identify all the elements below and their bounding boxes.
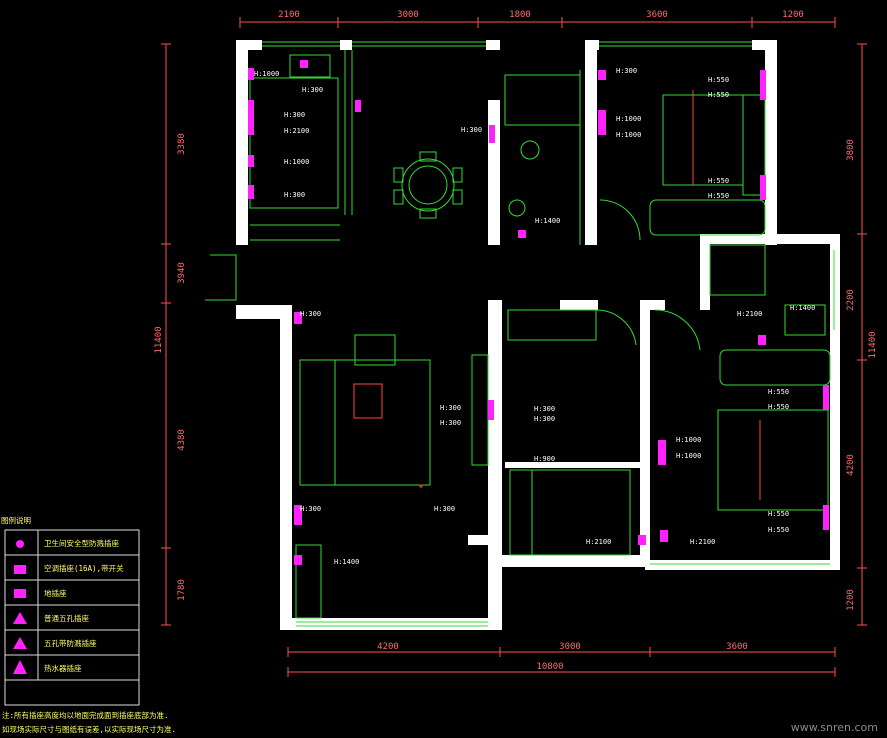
- height-label: H:300: [616, 67, 637, 75]
- dimension-lines: [161, 17, 867, 677]
- dim-top-5: 1200: [782, 10, 804, 20]
- height-labels: H:1000 H:300 H:300 H:2100 H:1000 H:300 H…: [254, 67, 815, 566]
- dim-left-3: 4380: [177, 429, 187, 451]
- dim-top-4: 3600: [646, 10, 668, 20]
- height-label: H:300: [534, 415, 555, 423]
- height-label: H:1000: [284, 158, 309, 166]
- outlet-markers: [248, 60, 829, 565]
- dimension-texts: 2100 3000 1800 3600 1200 3380 3940 4380 …: [154, 10, 878, 672]
- dim-right-total: 11400: [868, 331, 878, 358]
- note-line-2: 如现场实际尺寸与图纸有误差,以实际现场尺寸为准.: [2, 724, 176, 734]
- legend-title: 图例说明: [1, 515, 31, 525]
- height-label: H:300: [284, 111, 305, 119]
- legend-item-6: 热水器插座: [44, 663, 82, 673]
- height-label: H:1400: [790, 304, 815, 312]
- legend-item-5: 五孔带防溅插座: [44, 638, 97, 648]
- windows-and-furniture: [205, 41, 835, 627]
- furniture-details: [353, 90, 761, 500]
- dim-top-3: 1800: [509, 10, 531, 20]
- height-label: H:550: [708, 192, 729, 200]
- legend-item-4: 普通五孔插座: [44, 613, 89, 623]
- height-label: H:1000: [254, 70, 279, 78]
- height-label: H:300: [302, 86, 323, 94]
- dim-right-3: 4200: [846, 454, 856, 476]
- legend-table: [4, 529, 140, 706]
- dim-right-4: 1200: [846, 589, 856, 611]
- height-label: H:1000: [676, 452, 701, 460]
- height-label: H:1000: [616, 131, 641, 139]
- height-label: H:550: [708, 91, 729, 99]
- dim-right-1: 3800: [846, 139, 856, 161]
- watermark: www.snren.com: [791, 721, 878, 734]
- height-label: H:550: [768, 526, 789, 534]
- legend-item-1: 卫生间安全型防溅插座: [44, 538, 119, 548]
- height-label: H:300: [284, 191, 305, 199]
- dim-bottom-total: 10800: [536, 662, 563, 672]
- dim-bottom-3: 3600: [726, 642, 748, 652]
- legend-item-3: 地插座: [44, 588, 67, 598]
- walls: [236, 40, 840, 630]
- height-label: H:1400: [334, 558, 359, 566]
- height-label: H:1000: [676, 436, 701, 444]
- height-label: H:300: [440, 419, 461, 427]
- height-label: H:550: [768, 403, 789, 411]
- height-label: H:550: [768, 510, 789, 518]
- dim-top-2: 3000: [397, 10, 419, 20]
- height-label: H:300: [461, 126, 482, 134]
- height-label: H:300: [300, 505, 321, 513]
- height-label: H:1400: [535, 217, 560, 225]
- dim-top-1: 2100: [278, 10, 300, 20]
- height-label: H:2100: [737, 310, 762, 318]
- height-label: H:2100: [586, 538, 611, 546]
- height-label: H:2100: [284, 127, 309, 135]
- legend-symbols: [13, 540, 27, 674]
- height-label: H:550: [708, 177, 729, 185]
- height-label: H:550: [708, 76, 729, 84]
- height-label: H:300: [300, 310, 321, 318]
- height-label: H:2100: [690, 538, 715, 546]
- height-label: H:300: [534, 405, 555, 413]
- dim-left-4: 1780: [177, 579, 187, 601]
- legend-item-2: 空调插座(16A),带开关: [44, 563, 124, 573]
- dim-bottom-1: 4200: [377, 642, 399, 652]
- legend-texts: 图例说明 卫生间安全型防溅插座 空调插座(16A),带开关 地插座 普通五孔插座…: [1, 515, 176, 734]
- dim-right-2: 2200: [846, 289, 856, 311]
- note-line-1: 注:所有插座高度均以地面完成面到插座底部为准.: [2, 710, 169, 720]
- dim-left-2: 3940: [177, 262, 187, 284]
- dim-left-1: 3380: [177, 133, 187, 155]
- height-label: H:1000: [616, 115, 641, 123]
- height-label: H:550: [768, 388, 789, 396]
- height-label: H:300: [434, 505, 455, 513]
- height-label: H:300: [440, 404, 461, 412]
- height-label: H:900: [534, 455, 555, 463]
- dim-left-total: 11400: [154, 326, 164, 353]
- dim-bottom-2: 3000: [559, 642, 581, 652]
